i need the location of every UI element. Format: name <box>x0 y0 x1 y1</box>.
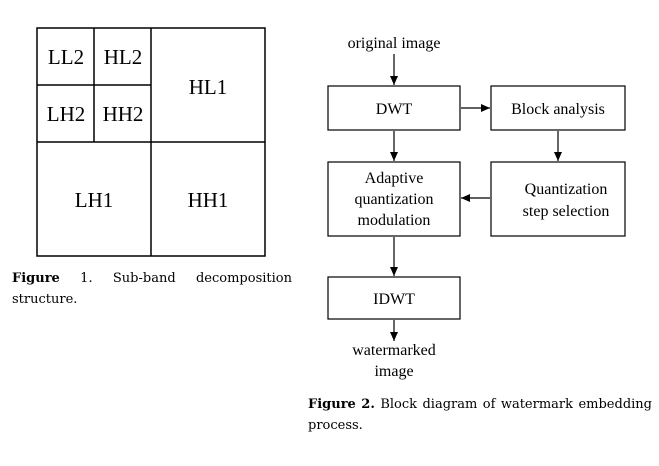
quant-label-line1: Quantization <box>525 181 608 198</box>
dwt-box <box>327 85 461 131</box>
idwt-box <box>327 276 461 320</box>
quant-label-line2: step selection <box>523 203 610 220</box>
block-analysis-box <box>490 85 626 131</box>
subband-ll2: LL2 <box>48 45 84 69</box>
subband-lh1: LH1 <box>75 188 114 212</box>
adaptive-quantization-box <box>327 161 461 237</box>
adaptive-label-line3: modulation <box>358 212 431 229</box>
figure2-caption-label: Figure <box>308 397 356 412</box>
subband-hh2: HH2 <box>103 102 144 126</box>
output-label-line1: watermarked <box>352 342 436 359</box>
adaptive-label-line2: quantization <box>354 191 433 208</box>
figure2-caption: Figure 2. Block diagram of watermark emb… <box>308 394 652 436</box>
figure1-caption-text: . Sub-band decomposition structure. <box>12 271 292 307</box>
block-diagram: original image DWT Block analysis Adapti… <box>327 35 626 380</box>
subband-lh2: LH2 <box>47 102 86 126</box>
figure1-caption-number: 1 <box>80 271 89 286</box>
subband-hl1: HL1 <box>189 75 228 99</box>
output-label-line2: image <box>374 363 413 380</box>
subband-hl2: HL2 <box>104 45 143 69</box>
adaptive-label-line1: Adaptive <box>365 170 424 187</box>
input-label: original image <box>348 35 441 52</box>
quantization-step-box <box>490 161 626 237</box>
subband-diagram <box>36 27 266 257</box>
block-analysis-label: Block analysis <box>511 101 605 118</box>
figure1-caption: Figure 1. Sub-band decomposition structu… <box>12 268 292 310</box>
figure2-caption-text: Block diagram of watermark embedding pro… <box>308 397 652 433</box>
subband-hh1: HH1 <box>188 188 229 212</box>
figure1-caption-label: Figure <box>12 271 60 286</box>
dwt-label: DWT <box>376 101 413 118</box>
figure2-caption-number: 2. <box>361 397 375 412</box>
idwt-label: IDWT <box>373 291 415 308</box>
